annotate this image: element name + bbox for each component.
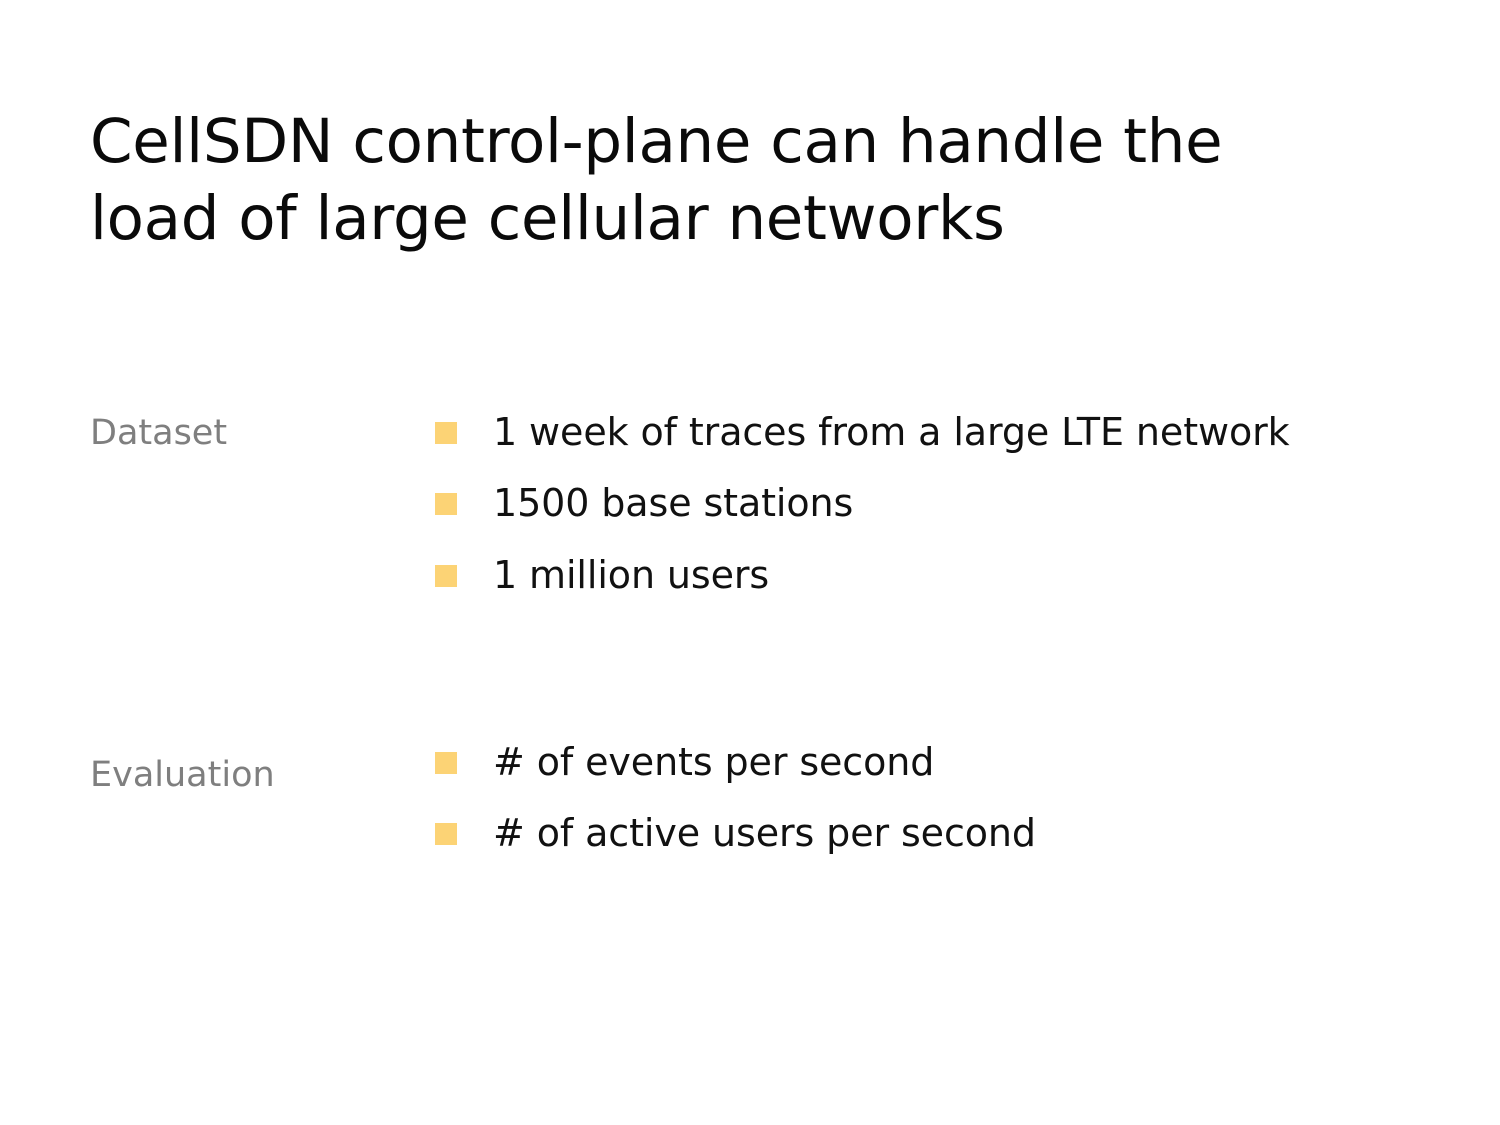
list-item: # of events per second [435,738,1420,787]
bullet-list-dataset: 1 week of traces from a large LTE networ… [435,408,1420,600]
bullet-text: 1 week of traces from a large LTE networ… [493,410,1290,454]
list-item: 1500 base stations [435,479,1420,528]
square-bullet-icon [435,823,457,846]
bullet-text: # of events per second [493,740,935,784]
square-bullet-icon [435,422,457,444]
slide-title: CellSDN control-plane can handle the loa… [90,105,1223,255]
square-bullet-icon [435,752,457,774]
list-item: # of active users per second [435,809,1420,858]
content-group-evaluation: Evaluation # of events per second # of a… [90,738,1420,859]
group-label-dataset: Dataset [90,413,228,453]
list-item: 1 week of traces from a large LTE networ… [435,408,1420,457]
bullet-list-evaluation: # of events per second # of active users… [435,738,1420,859]
bullet-text: 1 million users [493,552,770,597]
group-label-evaluation: Evaluation [90,755,275,795]
bullet-text: # of active users per second [493,811,1036,856]
square-bullet-icon [435,493,457,516]
bullet-text: 1500 base stations [493,481,854,526]
list-item: 1 million users [435,551,1420,600]
content-group-dataset: Dataset 1 week of traces from a large LT… [90,408,1420,600]
square-bullet-icon [435,564,457,587]
